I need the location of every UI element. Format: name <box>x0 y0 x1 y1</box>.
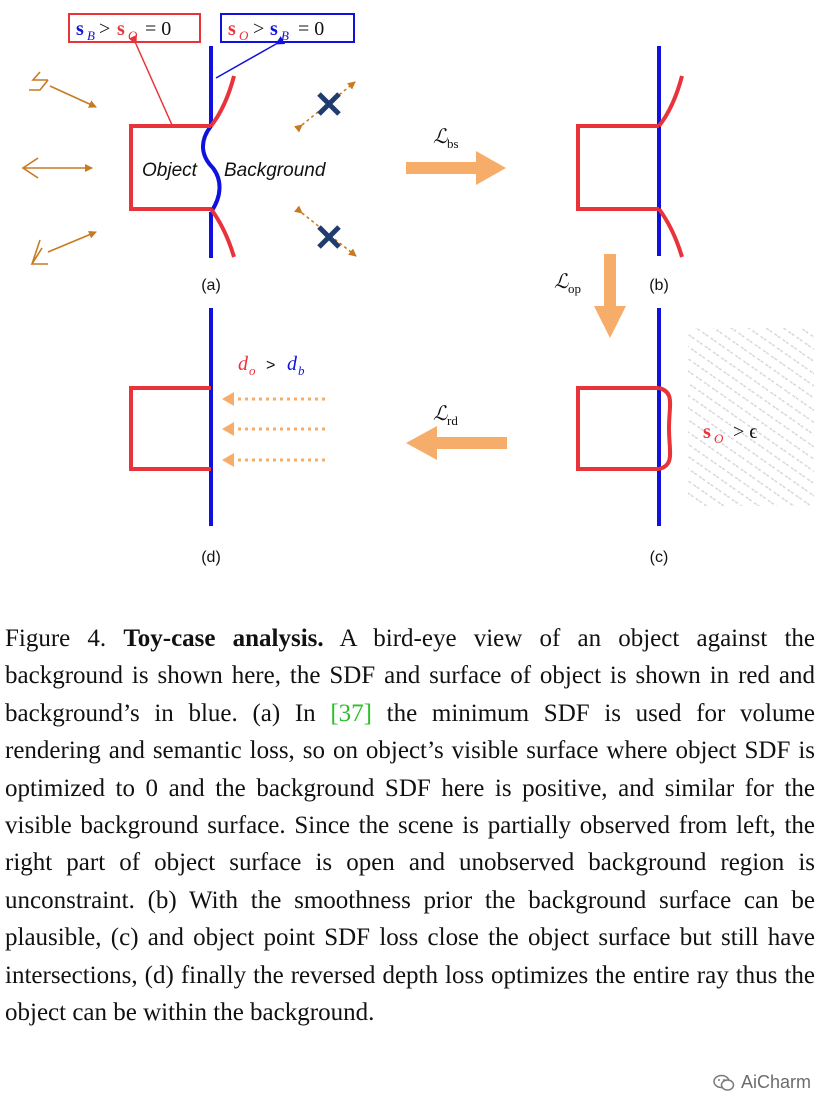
caption-text-2: the minimum SDF is used for volume rende… <box>5 699 815 1027</box>
svg-text:>: > <box>253 18 264 40</box>
svg-text:ℒ: ℒ <box>433 403 448 425</box>
svg-text:B: B <box>87 28 95 43</box>
figure-caption: Figure 4. Toy-case analysis. A bird-eye … <box>5 620 815 1031</box>
panel-a-label: (a) <box>201 277 221 294</box>
background-wavy-surface <box>201 124 222 214</box>
svg-text:d: d <box>287 353 298 375</box>
svg-text:b: b <box>298 363 305 378</box>
svg-text:rd: rd <box>447 413 458 428</box>
object-surface-a <box>129 124 211 211</box>
panel-d-label: (d) <box>201 549 221 566</box>
background-label: Background <box>224 160 327 181</box>
arrow-l-rd: ℒ rd <box>406 403 507 460</box>
svg-text:>: > <box>99 18 110 40</box>
svg-text:s: s <box>270 18 278 40</box>
svg-text:> ϵ: > ϵ <box>733 421 757 443</box>
caption-text-1: A bird-eye view of an object against the… <box>5 625 815 727</box>
svg-text:= 0: = 0 <box>145 18 171 40</box>
condition-so-gt-eps: s O > ϵ <box>703 421 757 446</box>
panel-c: s O > ϵ (c) <box>576 308 814 566</box>
svg-text:O: O <box>239 28 249 43</box>
label-box-so-gt-sb: s O > s B = 0 <box>220 13 355 43</box>
cross-icon-top <box>294 81 356 133</box>
panel-a: s B > s O = 0 s O > s B = 0 Object Backg… <box>21 13 357 294</box>
camera-icon-middle <box>21 157 93 179</box>
label-box-sb-gt-so: s B > s O = 0 <box>68 13 201 43</box>
svg-text:d: d <box>238 353 249 375</box>
pointer-blue <box>215 36 286 79</box>
svg-text:o: o <box>249 363 256 378</box>
svg-text:O: O <box>714 431 724 446</box>
svg-text:s: s <box>703 421 711 443</box>
svg-text:>: > <box>266 357 275 374</box>
wechat-icon <box>713 1074 735 1091</box>
figure-4-diagram: s B > s O = 0 s O > s B = 0 Object Backg… <box>21 13 814 566</box>
panel-c-label: (c) <box>650 549 669 566</box>
svg-text:O: O <box>128 28 138 43</box>
cross-icon-bottom <box>294 205 357 257</box>
arrow-l-bs: ℒ bs <box>406 126 506 185</box>
pointer-red <box>128 34 173 126</box>
svg-text:s: s <box>228 18 236 40</box>
svg-text:bs: bs <box>447 136 459 151</box>
figure-number: Figure 4. <box>5 625 107 652</box>
panel-d: d o > d b (d) <box>129 308 325 566</box>
svg-text:op: op <box>568 281 581 296</box>
panel-b-label: (b) <box>649 277 669 294</box>
svg-text:s: s <box>117 18 125 40</box>
depth-condition: d o > d b <box>238 353 305 378</box>
caption-title: Toy-case analysis. <box>123 625 324 652</box>
ray-arrows <box>234 397 325 462</box>
citation-link[interactable]: [37] <box>330 699 373 727</box>
svg-text:= 0: = 0 <box>298 18 324 40</box>
svg-text:B: B <box>281 28 289 43</box>
camera-icon-top <box>29 71 97 108</box>
panel-b: (b) <box>576 46 684 294</box>
watermark-text: AiCharm <box>740 1072 811 1092</box>
svg-text:ℒ: ℒ <box>433 126 448 148</box>
svg-text:ℒ: ℒ <box>554 271 569 293</box>
arrow-l-op: ℒ op <box>554 254 626 338</box>
object-label: Object <box>142 160 198 181</box>
watermark: AiCharm <box>713 1072 811 1093</box>
camera-icon-bottom <box>30 231 97 265</box>
svg-text:s: s <box>76 18 84 40</box>
